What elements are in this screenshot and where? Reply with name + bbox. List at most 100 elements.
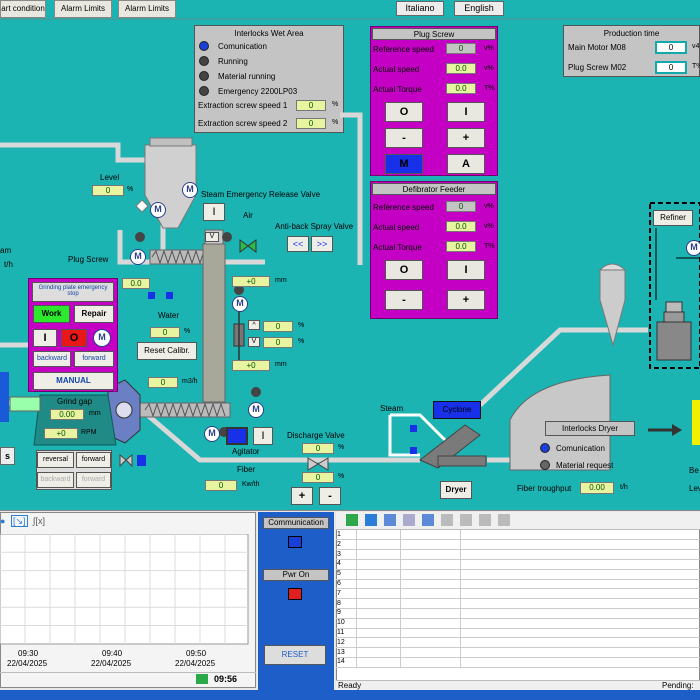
antiback-right-button[interactable]: >> [311, 236, 333, 252]
table-row[interactable]: 2 [336, 541, 700, 551]
tab-alarm-limits-2[interactable]: Alarm Limits [118, 0, 176, 18]
chart-date-label-2: 22/04/2025 [175, 659, 216, 668]
chart-toolbar: ● [↘] ∫[x] [0, 515, 60, 530]
plug-manual-button[interactable]: M [385, 154, 423, 174]
discharge-unit-1: % [338, 444, 345, 451]
dryer-button[interactable]: Dryer [440, 481, 472, 499]
troughput-label: Fiber troughput [517, 484, 572, 493]
chart-date-label-0: 22/04/2025 [7, 659, 48, 668]
grid-col-divider-1 [356, 530, 357, 668]
discharge-minus-button[interactable]: - [319, 487, 341, 505]
pipe-top-left [0, 142, 145, 163]
discharge-valve-label: Discharge Valve [287, 431, 345, 440]
defib-minus-button[interactable]: - [385, 290, 423, 310]
pwr-status-box: Pwr On [263, 569, 329, 581]
comm-status-box: Communication [263, 517, 329, 529]
reversal-button[interactable]: reversal [37, 452, 74, 468]
row-number: 13 [337, 648, 345, 656]
english-button[interactable]: English [454, 1, 504, 16]
toolbar-copy-icon[interactable] [403, 514, 415, 526]
plug-stop-button[interactable]: O [385, 102, 423, 122]
grinding-start-button[interactable]: I [33, 329, 57, 347]
plug-act-label: Actual speed [373, 65, 420, 74]
steam-valve-2 [410, 447, 417, 454]
toolbar-database-icon[interactable] [384, 514, 396, 526]
row-number: 9 [337, 609, 341, 617]
chart-dot-icon[interactable]: ● [0, 516, 6, 526]
manual-button[interactable]: MANUAL [33, 372, 114, 390]
agitator-motor-icon: M [248, 402, 264, 418]
left-s-button[interactable]: s [0, 447, 15, 465]
discharge-plus-button[interactable]: + [291, 487, 313, 505]
defib-plus-button[interactable]: + [447, 290, 485, 310]
tab-start-condition[interactable]: art condition [0, 0, 46, 18]
mm-value-1: +0 [232, 276, 270, 287]
table-row[interactable]: 7 [336, 590, 700, 600]
toolbar-download-icon[interactable] [365, 514, 377, 526]
column-down-button[interactable]: V [248, 337, 260, 347]
dryer-comm-led [540, 443, 550, 453]
plug-minus-button[interactable]: - [385, 128, 423, 148]
grinding-motor-button[interactable]: M [93, 329, 111, 347]
toolbar-refresh-icon[interactable] [346, 514, 358, 526]
motor-block-left [0, 372, 9, 422]
table-row[interactable]: 13 [336, 649, 700, 658]
defib-act-value: 0.0 [446, 221, 476, 232]
grinding-stop-button[interactable]: O [61, 329, 87, 347]
table-row[interactable]: 10 [336, 619, 700, 629]
plug-screw-title-bar: Plug Screw [372, 28, 496, 40]
cyclone-button[interactable]: Cyclone [433, 401, 481, 419]
mm-unit-2: mm [275, 361, 287, 368]
fiber-label: Fiber [237, 465, 256, 474]
agitator-start-indicator[interactable] [226, 427, 248, 445]
table-row[interactable]: 6 [336, 580, 700, 590]
mm-unit-1: mm [275, 277, 287, 284]
toolbar-next-icon[interactable] [479, 514, 491, 526]
table-row[interactable]: 1 [336, 531, 700, 541]
speed2-unit: % [332, 119, 339, 126]
speed2-value: 0 [296, 118, 326, 129]
grind-gap-label: Grind gap [57, 397, 93, 406]
column-up-button[interactable]: ^ [248, 320, 260, 330]
reset-calibr-button[interactable]: Reset Calibr. [137, 342, 197, 360]
plug-auto-button[interactable]: A [447, 154, 485, 174]
grinding-backward-button[interactable]: backward [33, 351, 71, 367]
table-row[interactable]: 3 [336, 551, 700, 560]
antiback-left-button[interactable]: << [287, 236, 309, 252]
row-number: 5 [337, 570, 341, 578]
trend-chart [0, 534, 249, 645]
toolbar-prev-icon[interactable] [460, 514, 472, 526]
chart-function-icon[interactable]: ∫[x] [33, 516, 45, 526]
italiano-button[interactable]: Italiano [396, 1, 444, 16]
toolbar-last-icon[interactable] [498, 514, 510, 526]
defib-start-button[interactable]: I [447, 260, 485, 280]
toolbar-sort-icon[interactable] [422, 514, 434, 526]
grinding-forward-button[interactable]: forward [74, 351, 114, 367]
cyclone-label: Cyclone [442, 405, 472, 414]
repair-button[interactable]: Repair [74, 305, 114, 323]
table-row[interactable]: 12 [336, 639, 700, 649]
table-row[interactable]: 4 [336, 560, 700, 570]
plug-plus-button[interactable]: + [447, 128, 485, 148]
tab-alarm-limits-1[interactable]: Alarm Limits [54, 0, 112, 18]
table-row[interactable]: 8 [336, 600, 700, 609]
table-row[interactable]: 5 [336, 570, 700, 580]
table-row[interactable]: 11 [336, 629, 700, 639]
steam-valve-button[interactable]: I [203, 203, 225, 221]
chart-cursor-icon[interactable]: [↘] [10, 515, 28, 527]
plug-start-button[interactable]: I [447, 102, 485, 122]
agitator-button[interactable]: I [253, 427, 273, 445]
toolbar-first-icon[interactable] [441, 514, 453, 526]
grid-status-bar [336, 680, 700, 692]
reversal-backward-disabled: backward [37, 472, 74, 488]
defib-stop-button[interactable]: O [385, 260, 423, 280]
reset-button[interactable]: RESET [264, 645, 326, 665]
chart-time-label-2: 09:50 [186, 649, 207, 658]
row-number: 6 [337, 580, 341, 587]
work-button[interactable]: Work [33, 305, 70, 323]
table-row[interactable]: 14 [336, 658, 700, 668]
reversal-forward-button[interactable]: forward [76, 452, 111, 468]
refiner-cap [665, 301, 683, 313]
table-row[interactable]: 9 [336, 609, 700, 619]
water-value: 0 [150, 327, 180, 338]
